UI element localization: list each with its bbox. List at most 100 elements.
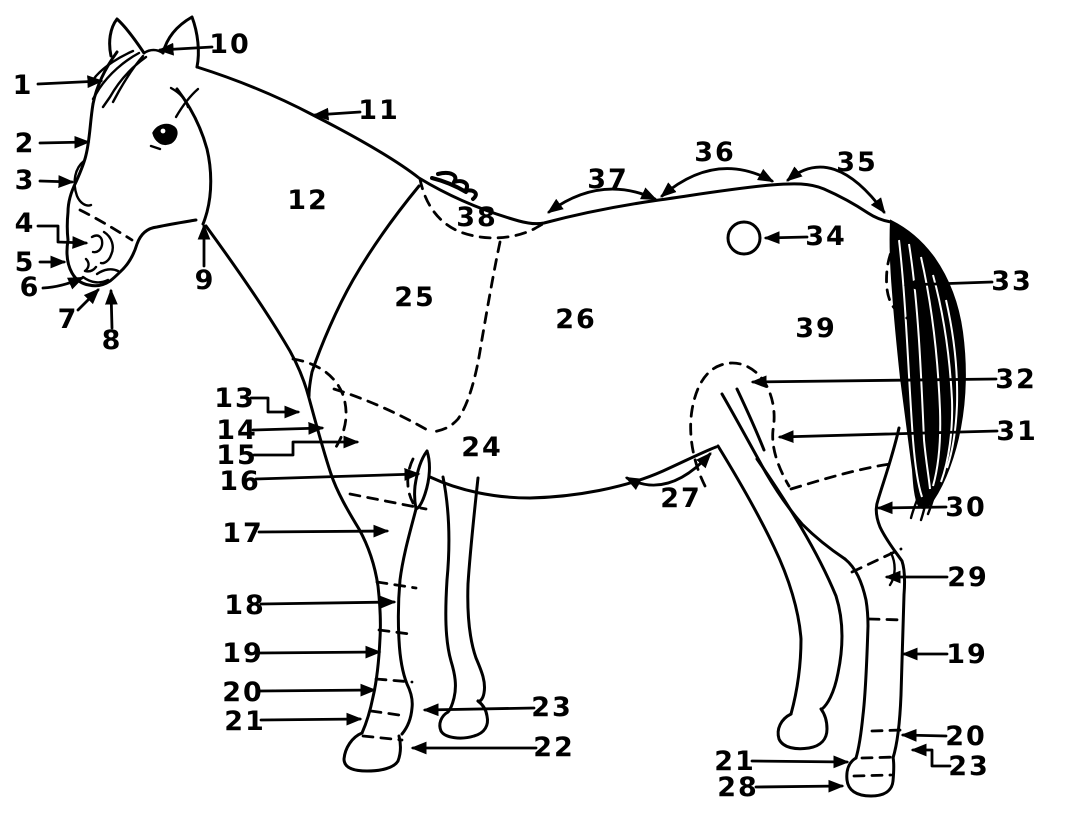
horse-jaw-line bbox=[87, 218, 198, 288]
part-label-21a: 21 bbox=[224, 706, 363, 737]
part-label-22: 22 bbox=[410, 732, 573, 763]
part-number-20b: 20 bbox=[945, 721, 987, 752]
foreleg-joint-lines-dashed bbox=[361, 580, 418, 742]
part-label-39: 39 bbox=[795, 313, 837, 344]
part-number-36: 36 bbox=[694, 137, 736, 168]
horse-hock-detail bbox=[888, 551, 896, 587]
part-label-14: 14 bbox=[216, 415, 325, 446]
part-number-37: 37 bbox=[587, 164, 629, 195]
part-label-26: 26 bbox=[555, 304, 597, 335]
pointer-arrow-35 bbox=[786, 165, 886, 214]
buttock-arc-dashed bbox=[885, 236, 917, 323]
part-number-39: 39 bbox=[795, 313, 837, 344]
region-boundaries bbox=[78, 177, 917, 778]
part-number-1: 1 bbox=[13, 70, 34, 101]
pointer-arrow-1 bbox=[36, 75, 104, 89]
part-number-17: 17 bbox=[222, 518, 264, 549]
part-number-33: 33 bbox=[991, 266, 1033, 297]
part-label-5: 5 bbox=[15, 247, 67, 278]
part-label-20a: 20 bbox=[222, 677, 377, 708]
part-number-26: 26 bbox=[555, 304, 597, 335]
part-label-38: 38 bbox=[456, 202, 498, 233]
part-number-11: 11 bbox=[358, 95, 400, 126]
pointer-arrow-10 bbox=[157, 42, 214, 56]
elbow-arc-dashed bbox=[406, 457, 415, 505]
pointer-arrow-4 bbox=[36, 224, 89, 249]
horse-hindleg-far bbox=[716, 444, 844, 716]
pointer-arrow-17 bbox=[257, 524, 390, 538]
part-number-18: 18 bbox=[224, 590, 266, 621]
pointer-arrow-30 bbox=[876, 501, 948, 515]
pointer-arrow-20b bbox=[900, 728, 948, 742]
hip-marker-circle bbox=[726, 220, 762, 256]
horse-face-profile bbox=[65, 102, 95, 287]
part-number-21b: 21 bbox=[714, 746, 756, 777]
horse-hoof-front-near bbox=[342, 731, 402, 773]
part-label-9: 9 bbox=[195, 223, 213, 296]
part-label-33: 33 bbox=[903, 266, 1033, 297]
part-number-2: 2 bbox=[15, 128, 36, 159]
part-label-20b: 20 bbox=[900, 721, 987, 752]
horse-mouth-lines bbox=[81, 268, 120, 284]
part-number-23a: 23 bbox=[531, 692, 573, 723]
horse-shoulder-line bbox=[307, 184, 421, 398]
pointer-arrow-28 bbox=[754, 779, 845, 793]
thigh-boundary-dashed bbox=[789, 462, 892, 491]
pointer-arrow-34 bbox=[763, 231, 809, 245]
part-label-30: 30 bbox=[876, 492, 985, 523]
part-number-29: 29 bbox=[947, 562, 989, 593]
part-number-15: 15 bbox=[216, 440, 258, 471]
part-number-5: 5 bbox=[15, 247, 36, 278]
pointer-arrow-23a bbox=[422, 703, 536, 717]
part-number-34: 34 bbox=[805, 221, 847, 252]
part-label-2: 2 bbox=[15, 128, 91, 159]
pointer-arrow-14 bbox=[251, 421, 325, 435]
horse-nose-flap bbox=[73, 159, 93, 207]
horse-hoof-hind-far bbox=[776, 707, 829, 751]
horse-tail-streak bbox=[932, 274, 954, 483]
horse-eye-underline bbox=[149, 144, 162, 151]
part-number-8: 8 bbox=[102, 325, 123, 356]
part-label-7: 7 bbox=[58, 288, 100, 335]
part-number-12: 12 bbox=[287, 185, 329, 216]
pointer-arrow-36 bbox=[660, 167, 775, 198]
pointer-arrow-18 bbox=[259, 595, 397, 609]
part-number-38: 38 bbox=[456, 202, 498, 233]
horse-ear-left bbox=[108, 17, 146, 58]
horse-stifle-lines bbox=[720, 387, 847, 561]
pointer-arrow-21b bbox=[750, 755, 850, 769]
horse-foreleg-near bbox=[329, 472, 418, 736]
part-label-11: 11 bbox=[312, 95, 400, 126]
part-number-14: 14 bbox=[216, 415, 258, 446]
horse-hindleg-near bbox=[843, 426, 907, 760]
pointer-arrow-7 bbox=[76, 288, 100, 312]
horse-eye bbox=[152, 123, 178, 145]
part-label-37: 37 bbox=[547, 164, 658, 214]
horse-elbow-point bbox=[413, 449, 431, 511]
part-number-28: 28 bbox=[717, 772, 759, 803]
pointer-arrow-33 bbox=[903, 278, 994, 291]
horse-forelock bbox=[88, 49, 148, 109]
pointer-arrow-13 bbox=[249, 396, 301, 419]
part-number-7: 7 bbox=[58, 304, 79, 335]
pointer-arrow-20a bbox=[258, 683, 377, 697]
part-label-21b: 21 bbox=[714, 746, 850, 777]
part-label-18: 18 bbox=[224, 590, 397, 621]
part-label-34: 34 bbox=[763, 221, 847, 252]
part-number-16: 16 bbox=[219, 466, 261, 497]
part-number-31: 31 bbox=[996, 416, 1038, 447]
part-label-32: 32 bbox=[750, 364, 1035, 395]
part-label-19a: 19 bbox=[222, 638, 382, 669]
part-label-35: 35 bbox=[786, 147, 886, 214]
part-number-13: 13 bbox=[214, 383, 256, 414]
pointer-arrow-27 bbox=[624, 452, 712, 491]
part-number-27: 27 bbox=[660, 483, 702, 514]
part-label-6: 6 bbox=[20, 272, 85, 303]
part-label-1: 1 bbox=[13, 70, 104, 101]
part-label-12: 12 bbox=[287, 185, 329, 216]
pointer-arrow-6 bbox=[41, 276, 85, 290]
horse-forehead-line bbox=[91, 50, 119, 106]
pointer-arrow-19a bbox=[257, 645, 382, 659]
pointer-arrow-16 bbox=[254, 468, 421, 481]
